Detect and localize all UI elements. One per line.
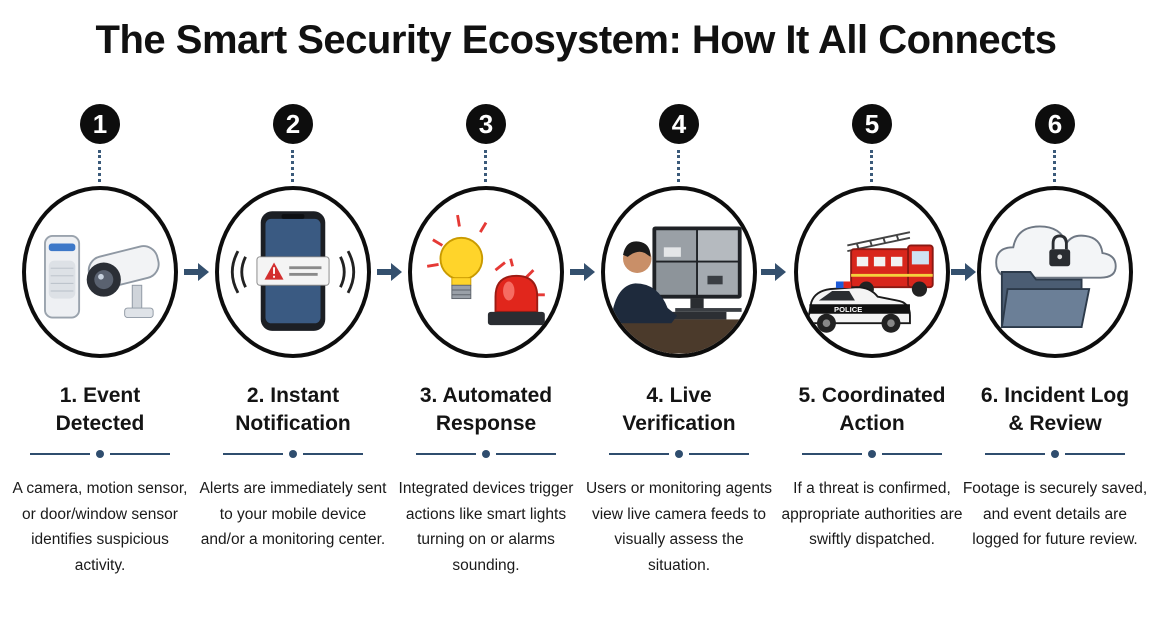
arrow-right-icon	[184, 263, 209, 281]
emergency-vehicles-icon: POLICE	[806, 231, 934, 333]
step-title: 2. Instant Notification	[235, 384, 351, 435]
step-number-badge: 6	[1035, 104, 1075, 144]
step-title: 4. Live Verification	[622, 384, 736, 435]
step-description: Footage is securely saved, and event det…	[962, 480, 1148, 548]
step-description: A camera, motion sensor, or door/window …	[12, 480, 188, 574]
cloud-folder-icon	[995, 225, 1117, 328]
step-description: Alerts are immediately sent to your mobi…	[199, 480, 387, 548]
step-illustration	[408, 186, 564, 358]
monitoring-agent-icon	[605, 226, 753, 354]
police-label: POLICE	[834, 305, 862, 314]
step-title: 5. Coordinated Action	[798, 384, 946, 435]
lightbulb-siren-icon	[426, 214, 545, 326]
phone-alert-icon	[230, 211, 356, 331]
dotted-connector	[98, 150, 102, 182]
step-number-badge: 1	[80, 104, 120, 144]
divider	[985, 448, 1125, 460]
step-number-badge: 3	[466, 104, 506, 144]
step-number-badge: 2	[273, 104, 313, 144]
step-description: Integrated devices trigger actions like …	[398, 480, 574, 574]
step-description: If a threat is confirmed, appropriate au…	[781, 480, 963, 548]
step-description: Users or monitoring agents view live cam…	[585, 480, 773, 574]
camera-sensor-icon	[44, 234, 160, 319]
step-illustration: POLICE	[794, 186, 950, 358]
arrow-right-icon	[570, 263, 595, 281]
step-illustration	[601, 186, 757, 358]
step-title: 1. Event Detected	[55, 384, 145, 435]
step-illustration	[215, 186, 371, 358]
divider	[609, 448, 749, 460]
arrow-right-icon	[761, 263, 786, 281]
step-illustration	[977, 186, 1133, 358]
dotted-connector	[484, 150, 488, 182]
dotted-connector	[291, 150, 295, 182]
step-number-badge: 4	[659, 104, 699, 144]
step-title: 6. Incident Log & Review	[980, 384, 1130, 435]
step-illustration	[22, 186, 178, 358]
divider	[223, 448, 363, 460]
divider	[416, 448, 556, 460]
arrow-right-icon	[951, 263, 976, 281]
dotted-connector	[677, 150, 681, 182]
step-title: 3. Automated Response	[419, 384, 553, 435]
arrow-right-icon	[377, 263, 402, 281]
dotted-connector	[1053, 150, 1057, 182]
dotted-connector	[870, 150, 874, 182]
step-number-badge: 5	[852, 104, 892, 144]
divider	[802, 448, 942, 460]
page-title: The Smart Security Ecosystem: How It All…	[95, 18, 1057, 62]
divider	[30, 448, 170, 460]
